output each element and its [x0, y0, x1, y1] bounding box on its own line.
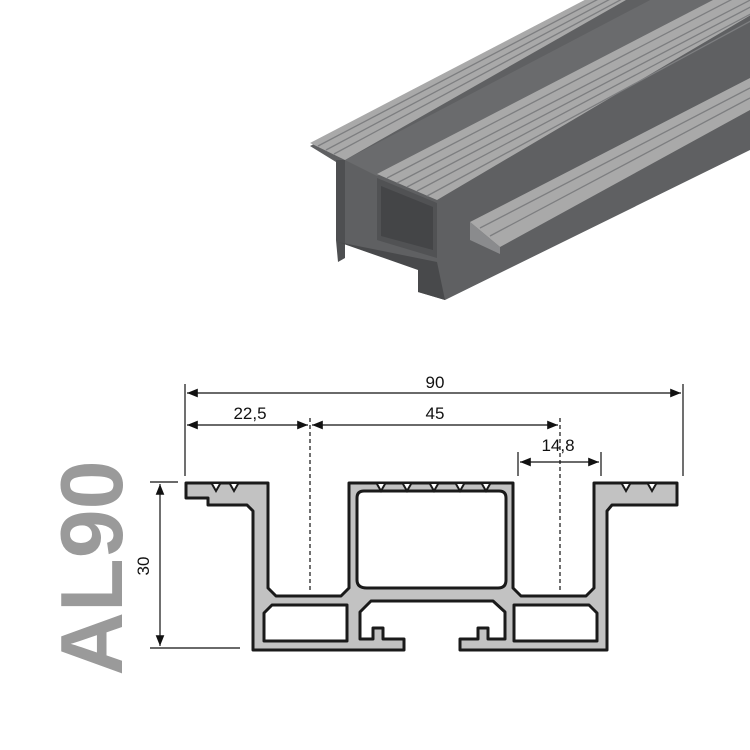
- profile-outline: [184, 481, 679, 652]
- render-bottom-front: [338, 242, 445, 300]
- profile-cross-section: [184, 481, 679, 652]
- render-grooves: [317, 0, 750, 237]
- profile-3d-render: [310, 0, 750, 300]
- render-center-rail-top: [377, 0, 750, 200]
- dimension-lines: [150, 384, 684, 649]
- render-center-box-inner: [381, 186, 433, 250]
- render-right-rail-top: [470, 78, 750, 247]
- model-label: AL90: [42, 460, 141, 675]
- top-grooves: [211, 483, 657, 494]
- dim-left-offset: 22,5: [233, 404, 266, 423]
- render-left-wall-front: [336, 160, 345, 262]
- dim-total-width: 90: [426, 373, 445, 392]
- dim-height: 30: [134, 557, 153, 576]
- dim-center-spacing: 45: [426, 404, 445, 423]
- dim-slot-width: 14,8: [541, 436, 574, 455]
- render-right-flange-front: [470, 222, 500, 254]
